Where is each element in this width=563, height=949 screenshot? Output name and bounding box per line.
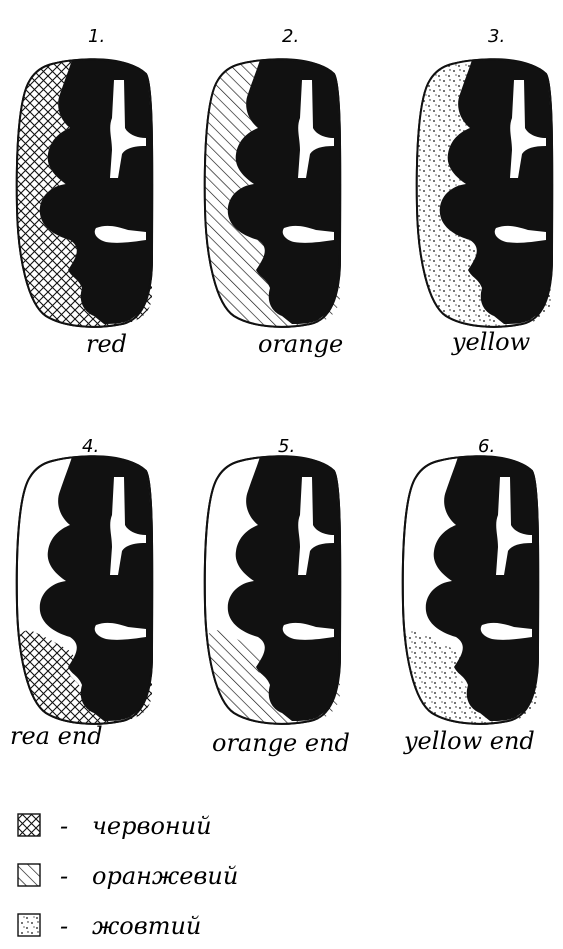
seed-drawing (205, 58, 340, 327)
seed-panel-5: 5. orange end (205, 436, 350, 757)
panel-label: yellow (451, 328, 531, 356)
seed-panel-2: 2. orange (205, 26, 343, 358)
panel-number: 1. (88, 26, 105, 47)
panel-number: 2. (282, 26, 299, 47)
seed-drawing (403, 455, 538, 724)
panel-label: orange (258, 330, 343, 358)
legend-dash: - (60, 912, 68, 940)
legend: -червоний-оранжевий-жовтий (18, 812, 238, 940)
seed-drawing (205, 455, 340, 724)
legend-item: -червоний (18, 812, 212, 840)
panel-label: orange end (212, 729, 350, 757)
legend-item: -оранжевий (18, 862, 238, 890)
seed-panel-3: 3. yellow (417, 26, 552, 356)
legend-dash: - (60, 812, 68, 840)
seed-panel-6: 6. yellow end (403, 436, 538, 755)
panel-number: 4. (82, 436, 99, 457)
seed-panel-4: 4. rea end (10, 436, 152, 750)
panel-number: 5. (278, 436, 295, 457)
seed-panel-1: 1. red (17, 26, 152, 358)
legend-swatch (18, 914, 40, 936)
legend-text: червоний (92, 812, 212, 840)
seed-drawing (417, 58, 552, 327)
legend-dash: - (60, 862, 68, 890)
panel-label: yellow end (403, 727, 535, 755)
legend-item: -жовтий (18, 912, 201, 940)
panel-number: 3. (488, 26, 505, 47)
seed-drawing (17, 58, 152, 327)
legend-text: жовтий (92, 912, 201, 940)
panel-label: rea end (10, 722, 103, 750)
legend-swatch (18, 864, 40, 886)
legend-swatch (18, 814, 40, 836)
panel-label: red (86, 330, 127, 358)
seed-drawing (17, 455, 152, 724)
seed-panels: 1. red 2. orange 3. yellow 4. rea end 5. orange e… (10, 26, 552, 757)
panel-number: 6. (478, 436, 495, 457)
legend-text: оранжевий (92, 862, 238, 890)
